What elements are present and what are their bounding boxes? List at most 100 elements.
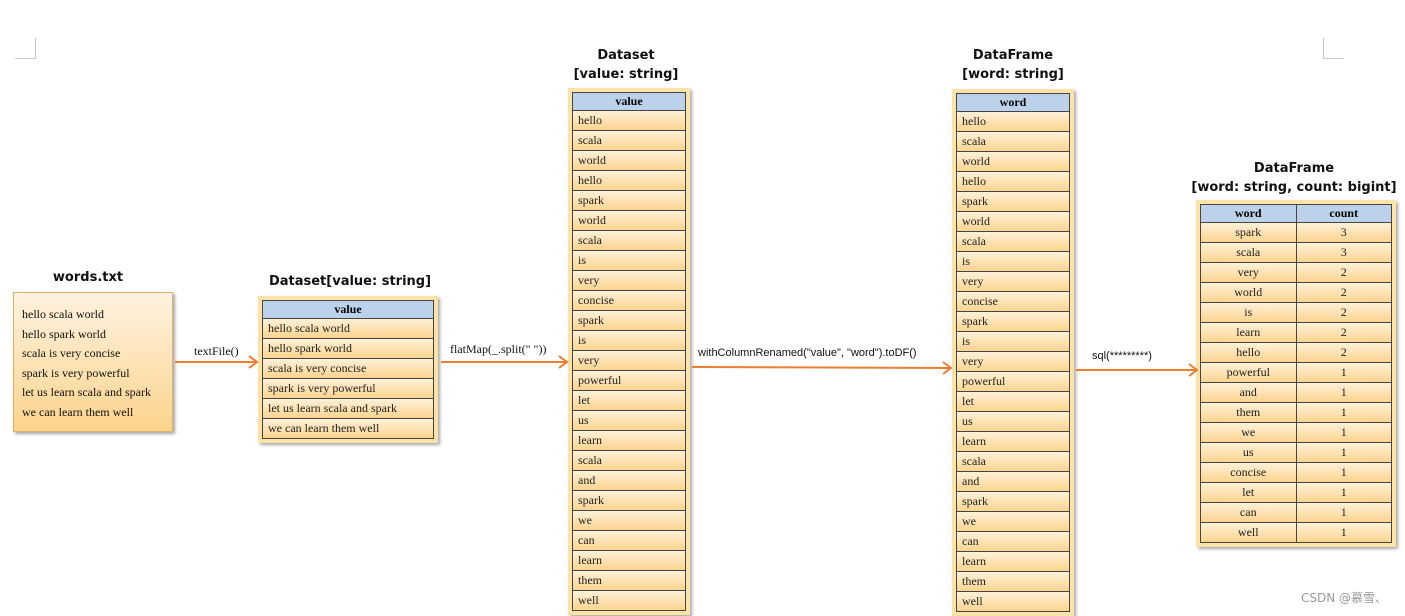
dataframe-words-row: world xyxy=(956,152,1070,172)
words-file-title: words.txt xyxy=(52,270,124,285)
file-line: spark is very powerful xyxy=(22,365,130,380)
dataframe-counts-header-word: word xyxy=(1234,206,1262,220)
dataset-lines-cell: spark is very powerful xyxy=(268,381,376,395)
dataframe-words-cell: them xyxy=(962,574,986,588)
dataset-words-row: spark xyxy=(572,311,686,331)
dataframe-words-cell: very xyxy=(962,354,984,368)
dataset-words-cell: well xyxy=(578,593,599,607)
dataframe-words-cell: very xyxy=(962,274,984,288)
dataframe-counts-count-cell: 1 xyxy=(1295,423,1392,442)
dataframe-counts-count-cell: 1 xyxy=(1295,403,1392,422)
dataframe-words-row: let xyxy=(956,392,1070,412)
dataframe-counts-count-cell: 1 xyxy=(1295,503,1392,522)
arrow-rename xyxy=(691,361,953,375)
dataframe-words-cell: is xyxy=(962,334,971,348)
dataframe-words-row: is xyxy=(956,252,1070,272)
dataset-words-cell: scala xyxy=(578,453,602,467)
dataset-words-cell: learn xyxy=(578,433,602,447)
dataset-lines-cell: let us learn scala and spark xyxy=(268,401,397,415)
dataframe-words-row: powerful xyxy=(956,372,1070,392)
dataframe-counts-count-cell: 1 xyxy=(1295,363,1392,382)
dataframe-words-cell: us xyxy=(962,414,973,428)
dataset-lines-cell: scala is very concise xyxy=(268,361,367,375)
dataset-words-row: spark xyxy=(572,191,686,211)
dataframe-words-row: us xyxy=(956,412,1070,432)
dataframe-counts-count-cell: 1 xyxy=(1295,383,1392,402)
dataset-words-cell: is xyxy=(578,253,587,267)
dataframe-words-cell: concise xyxy=(962,294,998,308)
dataframe-counts-word-cell: is xyxy=(1244,305,1253,319)
dataset-words-title: Dataset [value: string] xyxy=(560,46,692,84)
dataframe-counts-row: let 1 xyxy=(1200,483,1392,503)
dataframe-words-cell: and xyxy=(962,474,980,488)
dataframe-words-title: DataFrame [word: string] xyxy=(945,46,1081,84)
dataset-words-row: very xyxy=(572,271,686,291)
dataframe-counts-word-cell: concise xyxy=(1230,465,1267,479)
dataset-lines-title: Dataset[value: string] xyxy=(268,274,432,289)
dataframe-words-row: them xyxy=(956,572,1070,592)
dataset-words-cell: very xyxy=(578,273,600,287)
dataframe-words-title-line1: DataFrame xyxy=(972,48,1054,63)
dataframe-counts-word-cell: hello xyxy=(1236,345,1261,359)
dataset-lines-row: let us learn scala and spark xyxy=(262,399,434,419)
dataset-words-row: hello xyxy=(572,111,686,131)
dataset-words-row: scala xyxy=(572,451,686,471)
file-line: hello scala world xyxy=(22,307,104,321)
dataset-words-cell: let xyxy=(578,393,590,407)
dataframe-counts-count-cell: 1 xyxy=(1295,483,1392,502)
dataframe-counts-row: concise 1 xyxy=(1200,463,1392,483)
dataset-lines-row: scala is very concise xyxy=(262,359,434,379)
dataframe-words-cell: spark xyxy=(962,194,988,208)
dataframe-counts-word-cell: world xyxy=(1234,285,1263,299)
dataset-words-cell: and xyxy=(578,473,596,487)
dataset-words-cell: spark xyxy=(578,493,604,507)
dataframe-counts-count-cell: 3 xyxy=(1295,243,1392,262)
dataframe-words-cell: scala xyxy=(962,454,986,468)
dataframe-words-cell: learn xyxy=(962,554,986,568)
dataset-words-cell: scala xyxy=(578,133,602,147)
dataframe-counts-count-cell: 2 xyxy=(1295,343,1392,362)
arrow-flatmap xyxy=(441,355,569,369)
dataframe-words-header: word xyxy=(999,95,1027,109)
dataframe-words-row: spark xyxy=(956,492,1070,512)
dataset-words-row: them xyxy=(572,571,686,591)
dataset-words-row: concise xyxy=(572,291,686,311)
dataframe-counts-word-cell: very xyxy=(1237,265,1259,279)
dataset-words-cell: we xyxy=(578,513,592,527)
dataset-lines-row: we can learn them well xyxy=(262,419,434,439)
dataframe-counts-row: we 1 xyxy=(1200,423,1392,443)
dataframe-words-cell: spark xyxy=(962,494,988,508)
dataframe-counts-count-cell: 2 xyxy=(1295,263,1392,282)
dataset-words-row: spark xyxy=(572,491,686,511)
dataset-words-cell: powerful xyxy=(578,373,622,387)
dataframe-counts-word-cell: we xyxy=(1241,425,1256,439)
dataframe-counts-title-line2: [word: string, count: bigint] xyxy=(1191,180,1397,195)
dataframe-words-cell: spark xyxy=(962,314,988,328)
dataframe-words-row: spark xyxy=(956,312,1070,332)
dataset-words-row: and xyxy=(572,471,686,491)
dataframe-counts-word-cell: learn xyxy=(1236,325,1261,339)
dataframe-counts-word-cell: well xyxy=(1237,525,1259,539)
dataset-words-row: can xyxy=(572,531,686,551)
dataframe-counts-word-cell: let xyxy=(1242,485,1255,499)
dataframe-counts-count-cell: 1 xyxy=(1295,463,1392,482)
dataframe-words-row: hello xyxy=(956,172,1070,192)
dataframe-words-cell: let xyxy=(962,394,974,408)
dataset-words-row: hello xyxy=(572,171,686,191)
dataset-words-header: value xyxy=(615,94,643,108)
dataframe-counts-title: DataFrame [word: string, count: bigint] xyxy=(1186,159,1402,197)
dataset-words-cell: is xyxy=(578,333,587,347)
op-sql-label: sql(*********) xyxy=(1092,350,1152,362)
op-rename-label: withColumnRenamed("value", "word").toDF(… xyxy=(698,347,917,359)
watermark: CSDN @慕雪、 xyxy=(1300,591,1387,605)
dataframe-words-cell: is xyxy=(962,254,971,268)
dataset-words-row: learn xyxy=(572,431,686,451)
dataset-lines-cell: hello scala world xyxy=(268,321,350,335)
dataset-words-cell: hello xyxy=(578,173,602,187)
